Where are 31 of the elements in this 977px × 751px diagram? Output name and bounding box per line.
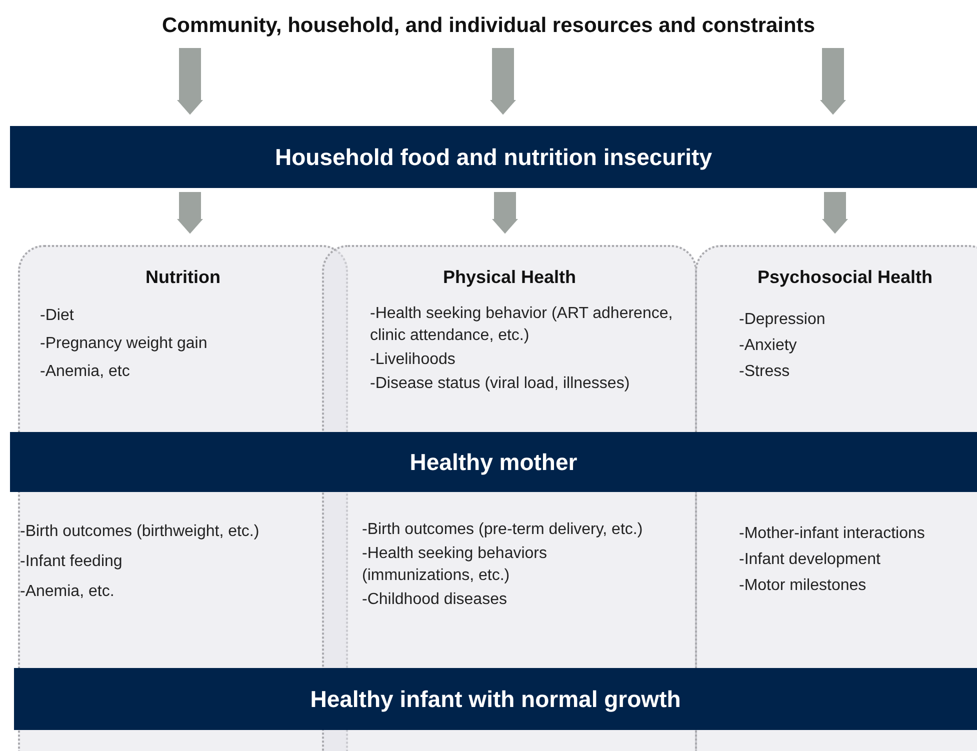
arrow xyxy=(177,48,203,115)
list-item: -Mother-infant interactions xyxy=(739,524,926,544)
outcome-band: Healthy mother xyxy=(10,432,977,492)
panel-heading: Psychosocial Health xyxy=(756,267,934,288)
list-item: -Anxiety xyxy=(739,336,798,356)
list-item: -Birth outcomes (pre-term delivery, etc.) xyxy=(362,520,644,540)
list-item: -Disease status (viral load, illnesses) xyxy=(370,374,631,394)
list-item: -Depression xyxy=(739,310,826,330)
list-item: -Anemia, etc. xyxy=(20,582,116,602)
list-item: -Motor milestones xyxy=(739,576,868,596)
list-item: -Infant development xyxy=(739,550,882,570)
arrow xyxy=(822,192,848,234)
list-item: -Childhood diseases xyxy=(362,590,508,610)
list-item: -Health seeking behaviors (immunizations, etc.) xyxy=(362,544,548,586)
arrow xyxy=(177,192,203,234)
arrow xyxy=(490,48,516,115)
list-item: -Infant feeding xyxy=(20,552,124,572)
list-item: -Stress xyxy=(739,362,791,382)
panel-heading: Nutrition xyxy=(144,267,222,288)
arrow xyxy=(820,48,846,115)
list-item: -Livelihoods xyxy=(370,350,456,370)
list-item: -Pregnancy weight gain xyxy=(40,334,208,354)
list-item: -Anemia, etc xyxy=(40,362,131,382)
panel-heading: Physical Health xyxy=(442,267,578,288)
list-item: -Birth outcomes (birthweight, etc.) xyxy=(20,522,260,542)
list-item: -Diet xyxy=(40,306,75,326)
outcome-band: Household food and nutrition insecurity xyxy=(10,126,977,188)
heading-text: Community, household, and individual resources and constraints xyxy=(162,14,816,37)
list-item: -Health seeking behavior (ART adherence, clinic attendance, etc.) xyxy=(370,304,674,346)
arrow xyxy=(492,192,518,234)
outcome-band: Healthy infant with normal growth xyxy=(14,668,977,730)
